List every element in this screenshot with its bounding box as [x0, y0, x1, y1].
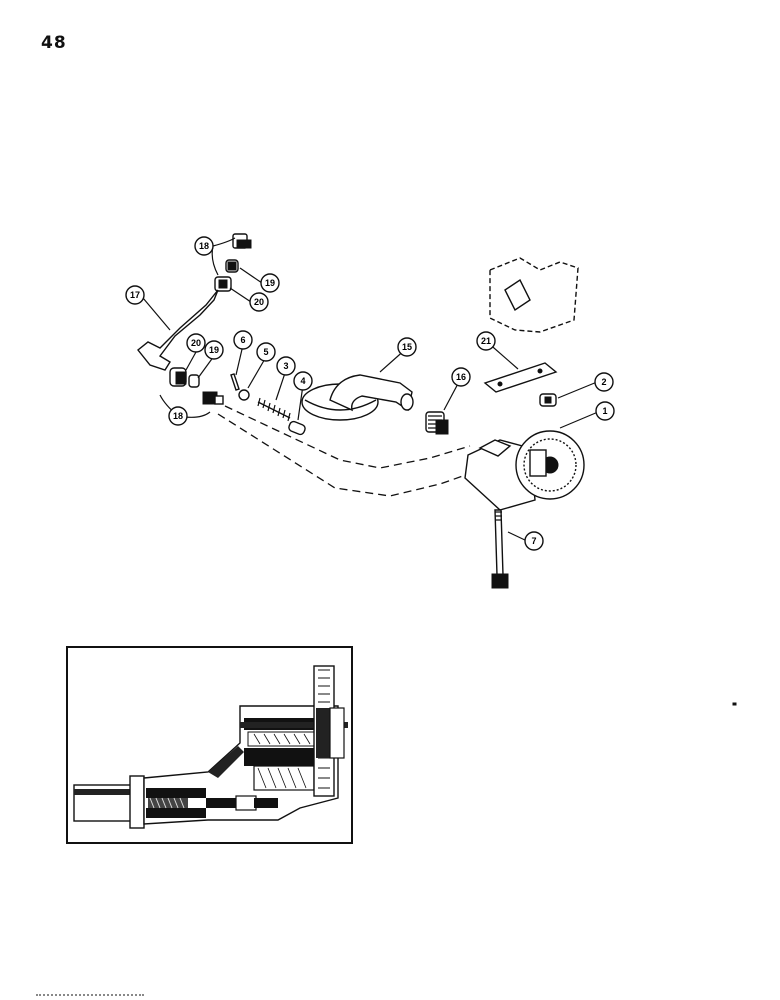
callout-15: 15 — [397, 337, 417, 357]
svg-text:18: 18 — [199, 241, 209, 251]
plunger-4 — [288, 420, 306, 436]
callout-3: 3 — [276, 356, 296, 376]
svg-text:21: 21 — [481, 336, 491, 346]
nut-20-lower — [169, 367, 187, 387]
oil-pump-1 — [464, 430, 585, 511]
fitting-16 — [425, 411, 449, 435]
svg-text:7: 7 — [531, 536, 536, 546]
nut-2 — [539, 393, 557, 407]
pin-6 — [230, 373, 240, 391]
suction-screen-15 — [301, 374, 414, 421]
sleeve-19-upper — [225, 259, 239, 273]
svg-text:2: 2 — [601, 377, 606, 387]
svg-text:5: 5 — [263, 347, 268, 357]
callout-16: 16 — [451, 367, 471, 387]
svg-text:6: 6 — [240, 335, 245, 345]
bolt-7 — [491, 509, 509, 589]
page-number: 48 — [41, 33, 67, 53]
callout-18-lower: 18 — [168, 406, 188, 426]
svg-text:20: 20 — [191, 338, 201, 348]
sectional-view-drawing — [73, 665, 348, 829]
svg-text:19: 19 — [209, 345, 219, 355]
svg-text:15: 15 — [402, 342, 412, 352]
callout-5: 5 — [256, 342, 276, 362]
assembly-path-lower — [217, 413, 481, 497]
svg-text:17: 17 — [130, 290, 140, 300]
fitting-18-upper — [232, 233, 252, 249]
nut-20-upper — [214, 276, 232, 292]
svg-text:3: 3 — [283, 361, 288, 371]
ball-5 — [238, 389, 250, 401]
callout-1: 1 — [595, 401, 615, 421]
sleeve-19-lower — [188, 374, 200, 388]
bearing-cap — [489, 257, 579, 333]
fitting-18-lower — [202, 391, 224, 405]
svg-text:4: 4 — [300, 376, 305, 386]
callout-20-lower: 20 — [186, 333, 206, 353]
assembly-path-upper — [224, 405, 471, 469]
callout-17: 17 — [125, 285, 145, 305]
callout-2: 2 — [594, 372, 614, 392]
footer-rule — [36, 994, 144, 998]
tube-17 — [137, 289, 219, 371]
svg-text:20: 20 — [254, 297, 264, 307]
gasket-21 — [483, 362, 558, 393]
svg-text:16: 16 — [456, 372, 466, 382]
callout-21: 21 — [476, 331, 496, 351]
svg-text:1: 1 — [602, 406, 607, 416]
sectional-view-inset — [66, 646, 353, 844]
callout-20-upper: 20 — [249, 292, 269, 312]
callout-19-lower: 19 — [204, 340, 224, 360]
callout-19-upper: 19 — [260, 273, 280, 293]
callout-6: 6 — [233, 330, 253, 350]
svg-text:19: 19 — [265, 278, 275, 288]
callout-18-upper: 18 — [194, 236, 214, 256]
callout-4: 4 — [293, 371, 313, 391]
svg-text:18: 18 — [173, 411, 183, 421]
spring-3 — [257, 397, 291, 422]
callout-7: 7 — [524, 531, 544, 551]
print-speck — [732, 702, 737, 706]
